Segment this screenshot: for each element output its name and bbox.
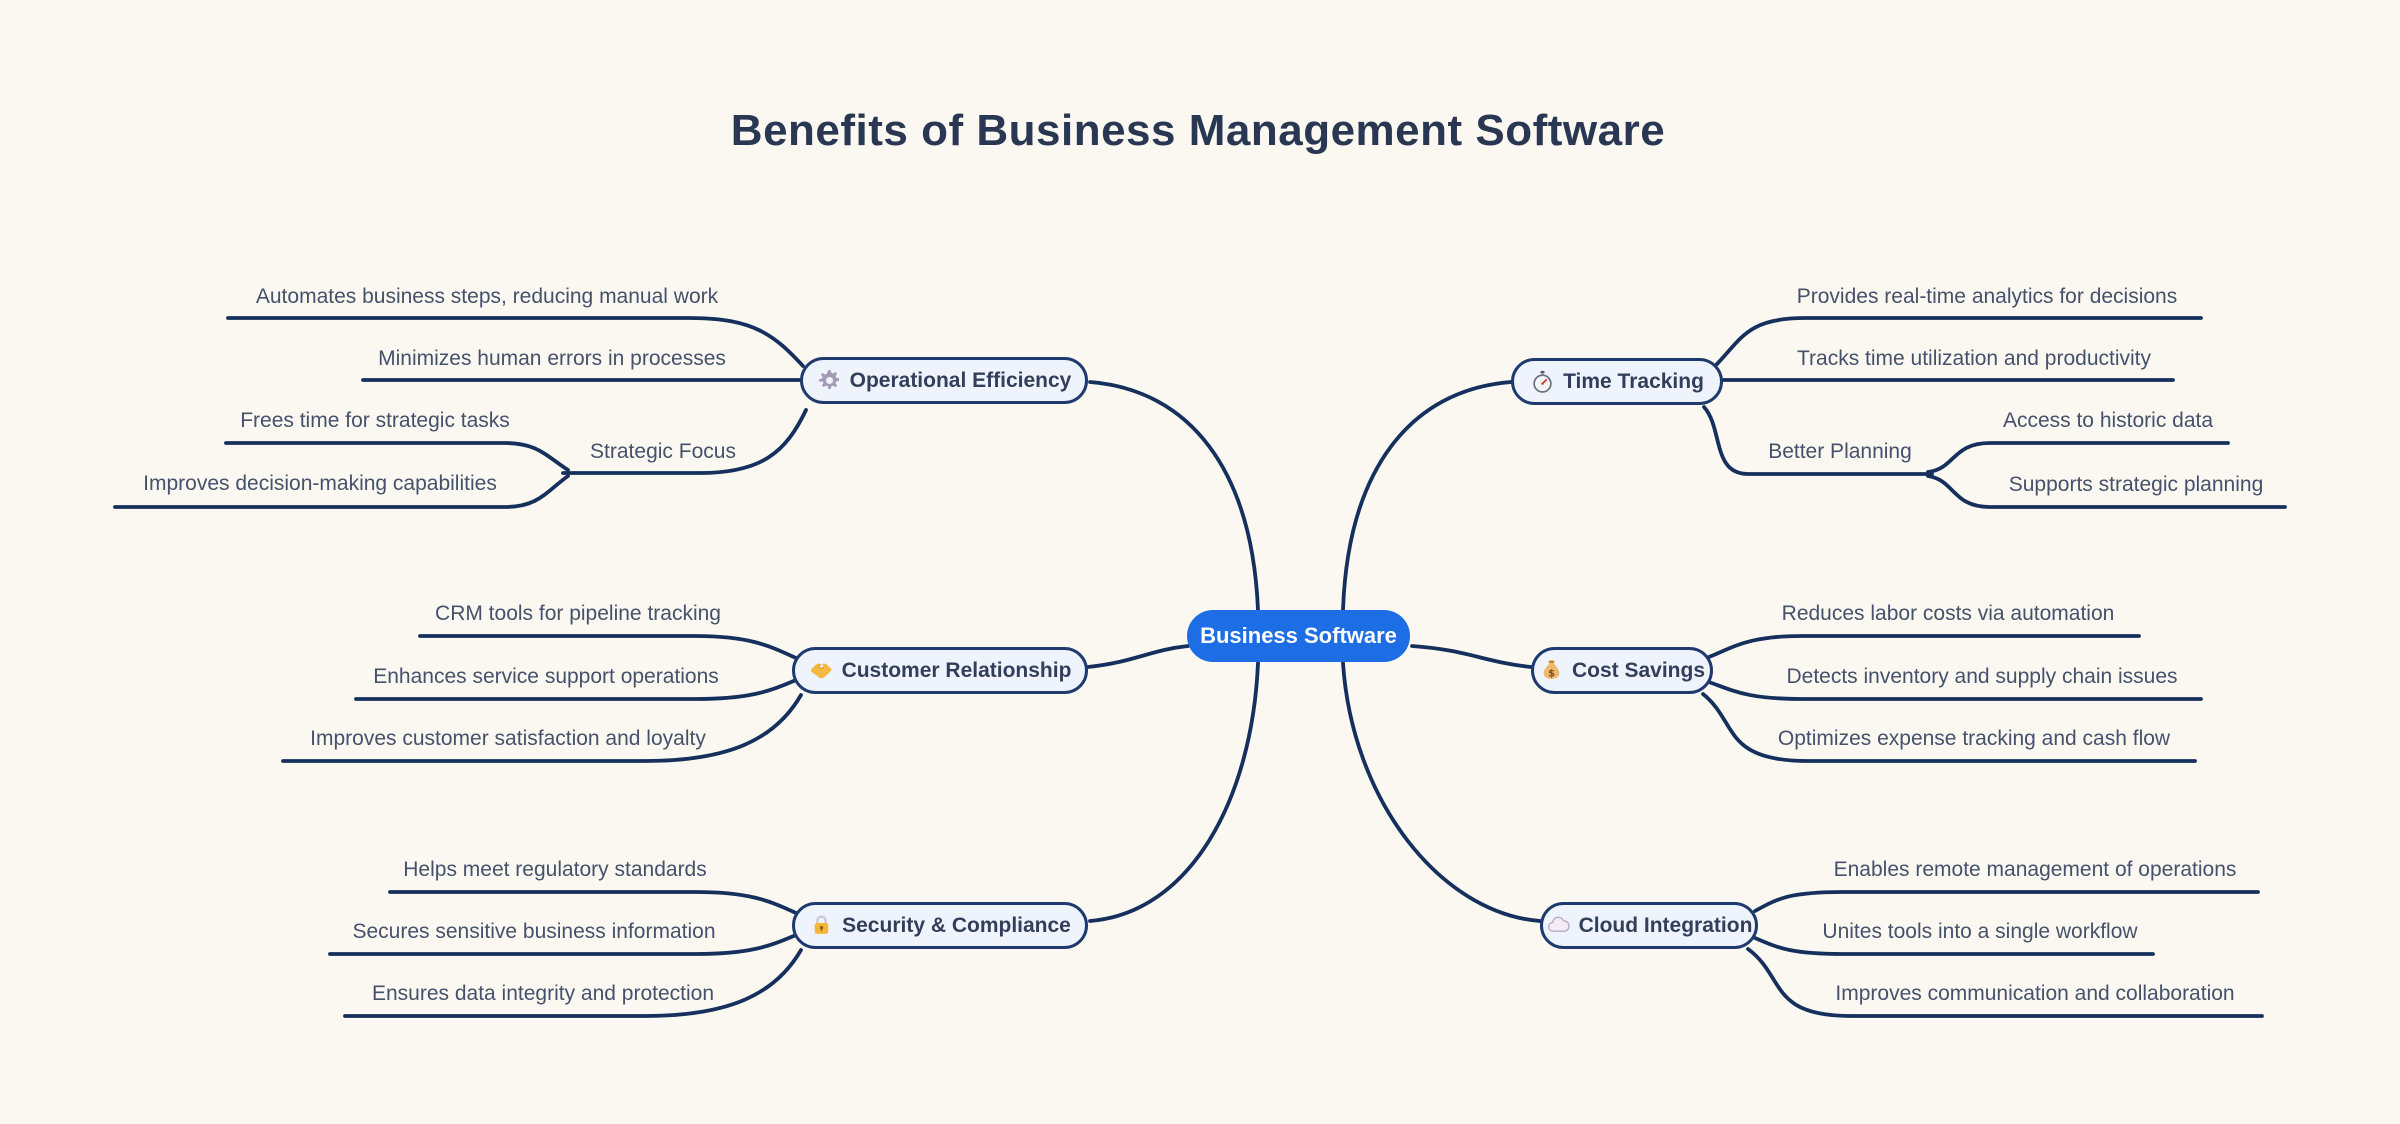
leaf-label: Automates business steps, reducing manua… <box>255 285 719 308</box>
edge-leaf <box>1715 316 2203 366</box>
page-title: Benefits of Business Management Software <box>730 106 1666 155</box>
lock-icon <box>809 913 834 938</box>
edge-subbranch <box>561 408 808 475</box>
leaf-label: Frees time for strategic tasks <box>240 409 510 432</box>
root-node-business-software: Business Software <box>1187 610 1410 662</box>
edge-root-time-tracking <box>1341 380 1513 612</box>
edge-leaf <box>343 948 803 1018</box>
subbranch-label: Strategic Focus <box>590 440 736 463</box>
edge-subbranch <box>1702 405 1934 476</box>
edge-leaf <box>1753 936 2155 956</box>
edge-leaf <box>281 693 803 763</box>
branch-node-label: Customer Relationship <box>841 658 1072 682</box>
branch-node-label: Time Tracking <box>1563 369 1704 393</box>
branch-node-cloud-integration: Cloud Integration <box>1540 902 1758 949</box>
edge-root-cost-savings <box>1410 644 1533 669</box>
branch-node-security-compliance: Security & Compliance <box>792 902 1088 949</box>
stopwatch-icon <box>1530 369 1555 394</box>
branch-node-operational-efficiency: Operational Efficiency <box>800 357 1088 404</box>
leaf-label: Reduces labor costs via automation <box>1781 602 2115 625</box>
edge-root-security-compliance <box>1088 661 1260 923</box>
edge-root-operational-efficiency <box>1088 380 1260 612</box>
edge-leaf <box>388 890 798 915</box>
leaf-label: Optimizes expense tracking and cash flow <box>1777 727 2171 750</box>
svg-text:$: $ <box>1548 668 1555 679</box>
leaf-label: Detects inventory and supply chain issue… <box>1786 665 2178 688</box>
branch-node-label: Cloud Integration <box>1578 913 1753 937</box>
edge-leaf <box>418 634 798 660</box>
edge-leaf <box>328 933 798 956</box>
leaf-label: Helps meet regulatory standards <box>403 858 707 881</box>
branch-node-customer-relationship: Customer Relationship <box>792 647 1088 694</box>
leaf-label: Supports strategic planning <box>2008 473 2264 496</box>
leaf-label: Enables remote management of operations <box>1833 858 2237 881</box>
branch-node-time-tracking: Time Tracking <box>1511 358 1723 405</box>
edge-leaf <box>113 474 570 509</box>
edge-root-cloud-integration <box>1341 661 1542 923</box>
branch-node-label: Cost Savings <box>1571 658 1706 682</box>
branch-node-cost-savings: $ Cost Savings <box>1531 647 1713 694</box>
edge-leaf <box>1926 474 2287 509</box>
branch-node-label: Security & Compliance <box>842 913 1071 937</box>
leaf-label: Improves communication and collaboration <box>1835 982 2235 1005</box>
subbranch-label: Better Planning <box>1768 440 1912 463</box>
leaf-label: Improves customer satisfaction and loyal… <box>310 727 706 750</box>
leaf-label: Improves decision-making capabilities <box>143 472 497 495</box>
root-node-label: Business Software <box>1200 623 1397 648</box>
cloud-icon <box>1546 913 1571 938</box>
leaf-label: Enhances service support operations <box>373 665 719 688</box>
leaf-label: Provides real-time analytics for decisio… <box>1796 285 2178 308</box>
edge-leaf <box>1701 692 2197 763</box>
edge-leaf <box>354 678 798 701</box>
handshake-icon <box>809 658 834 683</box>
leaf-label: Minimizes human errors in processes <box>378 347 726 370</box>
edge-leaf <box>224 441 570 472</box>
branch-node-label: Operational Efficiency <box>849 368 1072 392</box>
edge-leaf <box>1707 680 2203 701</box>
edge-leaf <box>1926 441 2230 474</box>
leaf-label: Unites tools into a single workflow <box>1822 920 2138 943</box>
leaf-label: Secures sensitive business information <box>352 920 716 943</box>
edge-leaf <box>226 316 805 368</box>
money-bag-icon: $ <box>1539 658 1564 683</box>
edge-leaf <box>1753 890 2260 913</box>
edge-leaf <box>1746 947 2264 1018</box>
edge-root-customer-relationship <box>1086 644 1190 669</box>
leaf-label: Tracks time utilization and productivity <box>1796 347 2152 370</box>
gear-icon <box>817 368 842 393</box>
edge-leaf <box>1707 634 2141 659</box>
leaf-label: Ensures data integrity and protection <box>371 982 715 1005</box>
leaf-label: Access to historic data <box>2002 409 2214 432</box>
leaf-label: CRM tools for pipeline tracking <box>435 602 721 625</box>
